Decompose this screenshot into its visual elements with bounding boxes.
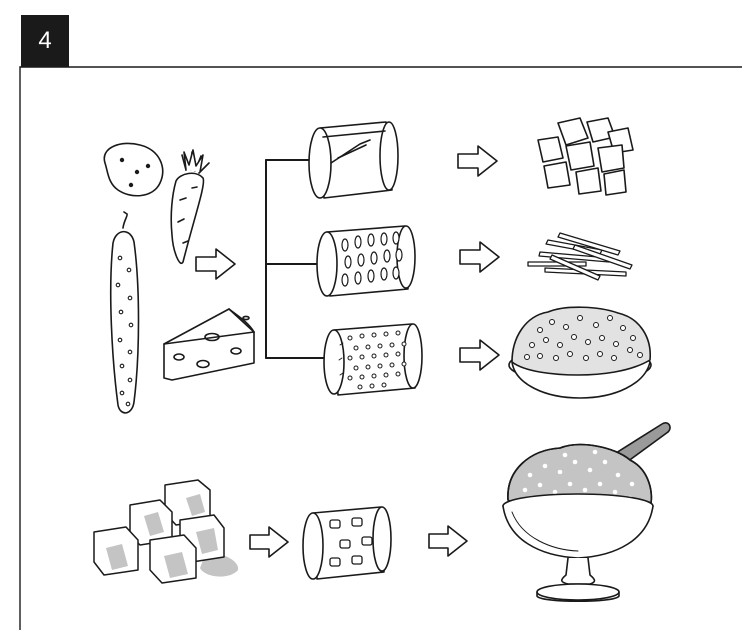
coarse-grating-drum-icon xyxy=(317,226,415,296)
arrow-icon xyxy=(196,249,235,279)
arrow-icon xyxy=(460,242,499,272)
shredded-strips-icon xyxy=(528,233,632,280)
arrow-icon xyxy=(458,146,497,176)
crushed-ice-dessert-icon xyxy=(503,423,670,601)
fine-grating-drum-icon xyxy=(324,324,422,395)
carrot-icon xyxy=(171,150,209,263)
sliced-pieces-icon xyxy=(538,118,633,195)
arrow-icon xyxy=(429,526,467,556)
potato-icon xyxy=(104,143,162,195)
cucumber-icon xyxy=(111,212,139,413)
cheese-icon xyxy=(164,309,254,380)
grated-bowl-icon xyxy=(509,307,651,398)
ice-crushing-drum-icon xyxy=(303,507,391,579)
slicing-drum-icon xyxy=(309,122,398,198)
arrow-icon xyxy=(460,340,499,370)
ice-cubes-icon xyxy=(94,480,238,583)
arrow-icon xyxy=(250,527,288,557)
